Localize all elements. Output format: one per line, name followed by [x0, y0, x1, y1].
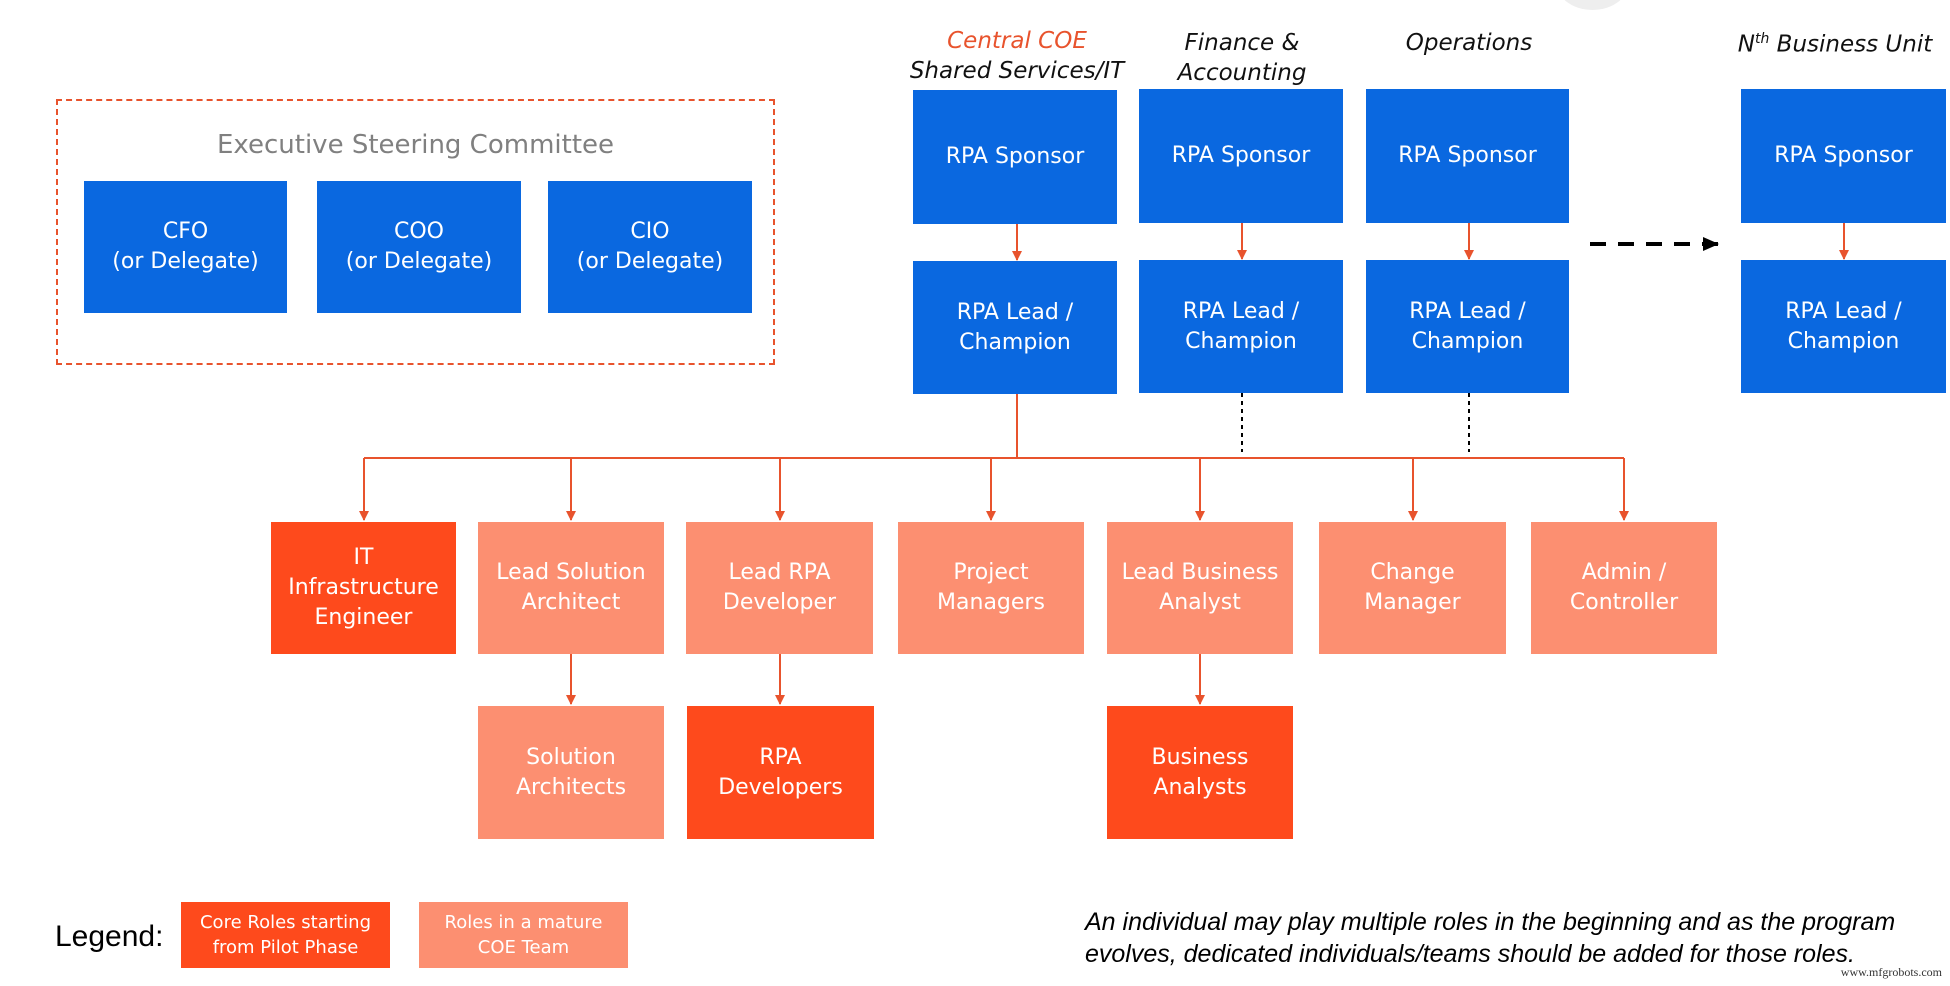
unit-header-nth: Nth Business Unit: [1720, 24, 1950, 60]
unit-header-sup: th: [1754, 31, 1770, 47]
footnote-text: An individual may play multiple roles in…: [1085, 908, 1896, 968]
executive-committee-frame: [56, 99, 775, 365]
legend-mature-swatch: Roles in a mature COE Team: [419, 902, 628, 968]
role-change-manager: Change Manager: [1319, 522, 1506, 654]
unit-header-accent: Central COE: [947, 28, 1087, 54]
unit-header-name: Shared Services/IT: [909, 58, 1125, 84]
legend-label: Legend:: [55, 920, 164, 953]
nth-lead-box: RPA Lead / Champion: [1741, 260, 1946, 393]
executive-committee-title: Executive Steering Committee: [216, 130, 615, 160]
central-lead-box: RPA Lead / Champion: [913, 261, 1117, 394]
unit-header-n: N: [1737, 31, 1755, 58]
role-business-analysts: Business Analysts: [1107, 706, 1293, 839]
role-rpa-developers: RPA Developers: [687, 706, 874, 839]
unit-header-nth-name: Business Unit: [1769, 31, 1933, 58]
exec-member-cfo: CFO (or Delegate): [84, 181, 287, 313]
finance-lead-box: RPA Lead / Champion: [1139, 260, 1343, 393]
unit-header-central-coe: Central COE Shared Services/IT: [900, 26, 1134, 86]
legend-core-swatch: Core Roles starting from Pilot Phase: [181, 902, 390, 968]
finance-sponsor-box: RPA Sponsor: [1139, 89, 1343, 223]
operations-lead-box: RPA Lead / Champion: [1366, 260, 1569, 393]
role-lead-rpa-developer: Lead RPA Developer: [686, 522, 873, 654]
exec-member-coo: COO (or Delegate): [317, 181, 521, 313]
nth-sponsor-box: RPA Sponsor: [1741, 89, 1946, 223]
role-lead-business-analyst: Lead Business Analyst: [1107, 522, 1293, 654]
role-lead-solution-architect: Lead Solution Architect: [478, 522, 664, 654]
exec-member-cio: CIO (or Delegate): [548, 181, 752, 313]
role-it-infrastructure-engineer: IT Infrastructure Engineer: [271, 522, 456, 654]
central-sponsor-box: RPA Sponsor: [913, 90, 1117, 224]
watermark: www.mfgrobots.com: [1840, 965, 1942, 979]
decorative-circle: [1555, 0, 1630, 10]
role-admin-controller: Admin / Controller: [1531, 522, 1717, 654]
unit-header-operations: Operations: [1405, 30, 1533, 56]
role-project-managers: Project Managers: [898, 522, 1084, 654]
operations-sponsor-box: RPA Sponsor: [1366, 89, 1569, 223]
role-solution-architects: Solution Architects: [478, 706, 664, 839]
unit-header-finance: Finance & Accounting: [1177, 30, 1307, 86]
